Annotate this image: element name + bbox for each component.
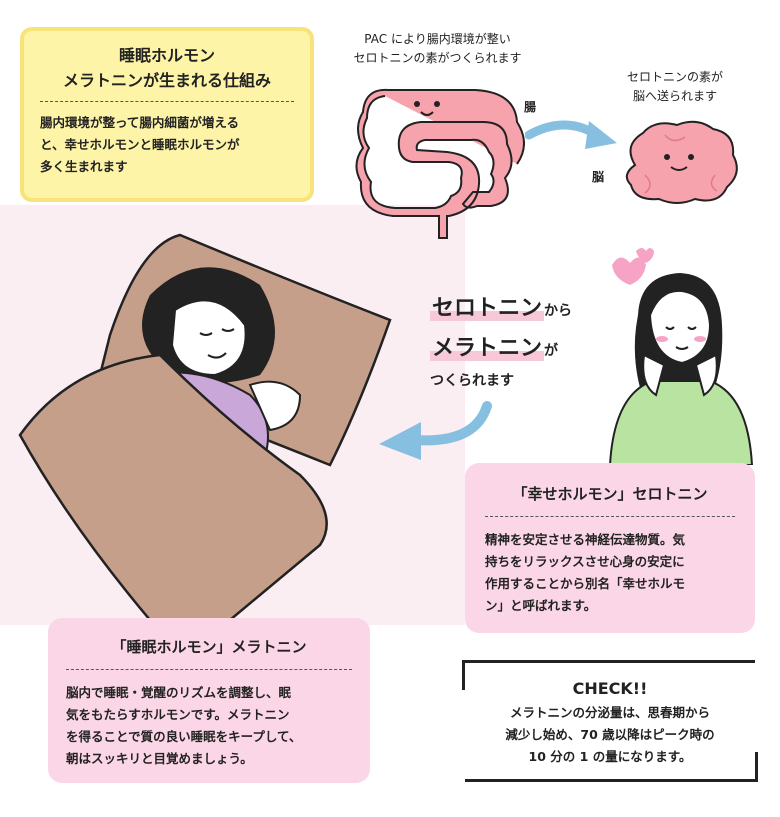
divider [66,669,352,670]
brain-caption-line2: 脳へ送られます [632,89,717,103]
melatonin-word: メラトニン [430,336,545,361]
center-message: セロトニンから メラトニンが つくられます [430,290,630,390]
divider [40,101,294,102]
intro-title-line1: 睡眠ホルモン [118,46,215,65]
intestine-illustration [355,88,525,239]
check-heading: CHECK!! [572,679,648,698]
brain-caption-line1: セロトニンの素が [626,70,723,84]
divider [485,516,735,517]
serotonin-box-title: 「幸せホルモン」セロトニン [512,485,708,503]
gut-label: 腸 [524,100,537,114]
arrow-gut-to-brain [525,120,617,149]
check-line2: 減少し始め、70 歳以降はピーク時の [505,727,715,742]
serotonin-box: 「幸せホルモン」セロトニン 精神を安定させる神経伝達物質。気 持ちをリラックスさ… [465,463,755,633]
melatonin-body-line2: 気をもたらすホルモンです。メラトニン [66,707,290,722]
check-line1: メラトニンの分泌量は、思春期から [509,705,710,720]
happy-woman-illustration [608,248,754,465]
melatonin-box: 「睡眠ホルモン」メラトニン 脳内で睡眠・覚醒のリズムを調整し、眠 気をもたらすホ… [48,618,370,783]
sleeping-woman-illustration [18,233,392,620]
check-line3: 10 分の 1 の量になります。 [528,749,692,764]
center-line3: つくられます [430,373,514,389]
arrow-to-sleeper [379,401,492,460]
brain-label: 脳 [592,170,605,184]
brain-caption: セロトニンの素が 脳へ送られます [600,68,750,106]
intro-body-line1: 腸内環境が整って腸内細菌が増える [40,115,240,130]
serotonin-body-line2: 持ちをリラックスさせ心身の安定に [485,554,685,569]
intro-body-line3: 多く生まれます [40,159,128,174]
corner-mark [462,660,465,690]
serotonin-body-line1: 精神を安定させる神経伝達物質。気 [485,532,686,547]
serotonin-body-line3: 作用することから別名「幸せホルモ [485,576,686,591]
check-box: CHECK!! メラトニンの分泌量は、思春期から 減少し始め、70 歳以降はピー… [462,660,758,782]
melatonin-body-line1: 脳内で睡眠・覚醒のリズムを調整し、眠 [66,685,292,700]
brain-illustration [625,120,738,204]
gut-caption: PAC により腸内環境が整い セロトニンの素がつくられます [330,30,545,68]
ga-word: が [544,343,559,359]
melatonin-body-line3: を得ることで質の良い睡眠をキープして、 [66,729,302,744]
melatonin-body-line4: 朝はスッキリと目覚めましょう。 [66,751,253,766]
gut-caption-line1: PAC により腸内環境が整い [364,32,511,46]
gut-caption-line2: セロトニンの素がつくられます [353,51,522,65]
intro-body-line2: と、幸せホルモンと睡眠ホルモンが [40,137,240,152]
intro-title-line2: メラトニンが生まれる仕組み [62,71,271,90]
serotonin-body-line4: ン」と呼ばれます。 [485,598,597,613]
melatonin-box-title: 「睡眠ホルモン」メラトニン [111,638,307,656]
intro-box: 睡眠ホルモン メラトニンが生まれる仕組み 腸内環境が整って腸内細菌が増える と、… [20,27,314,202]
kara-word: から [544,303,573,319]
serotonin-word: セロトニン [430,296,545,321]
corner-mark [755,752,758,782]
